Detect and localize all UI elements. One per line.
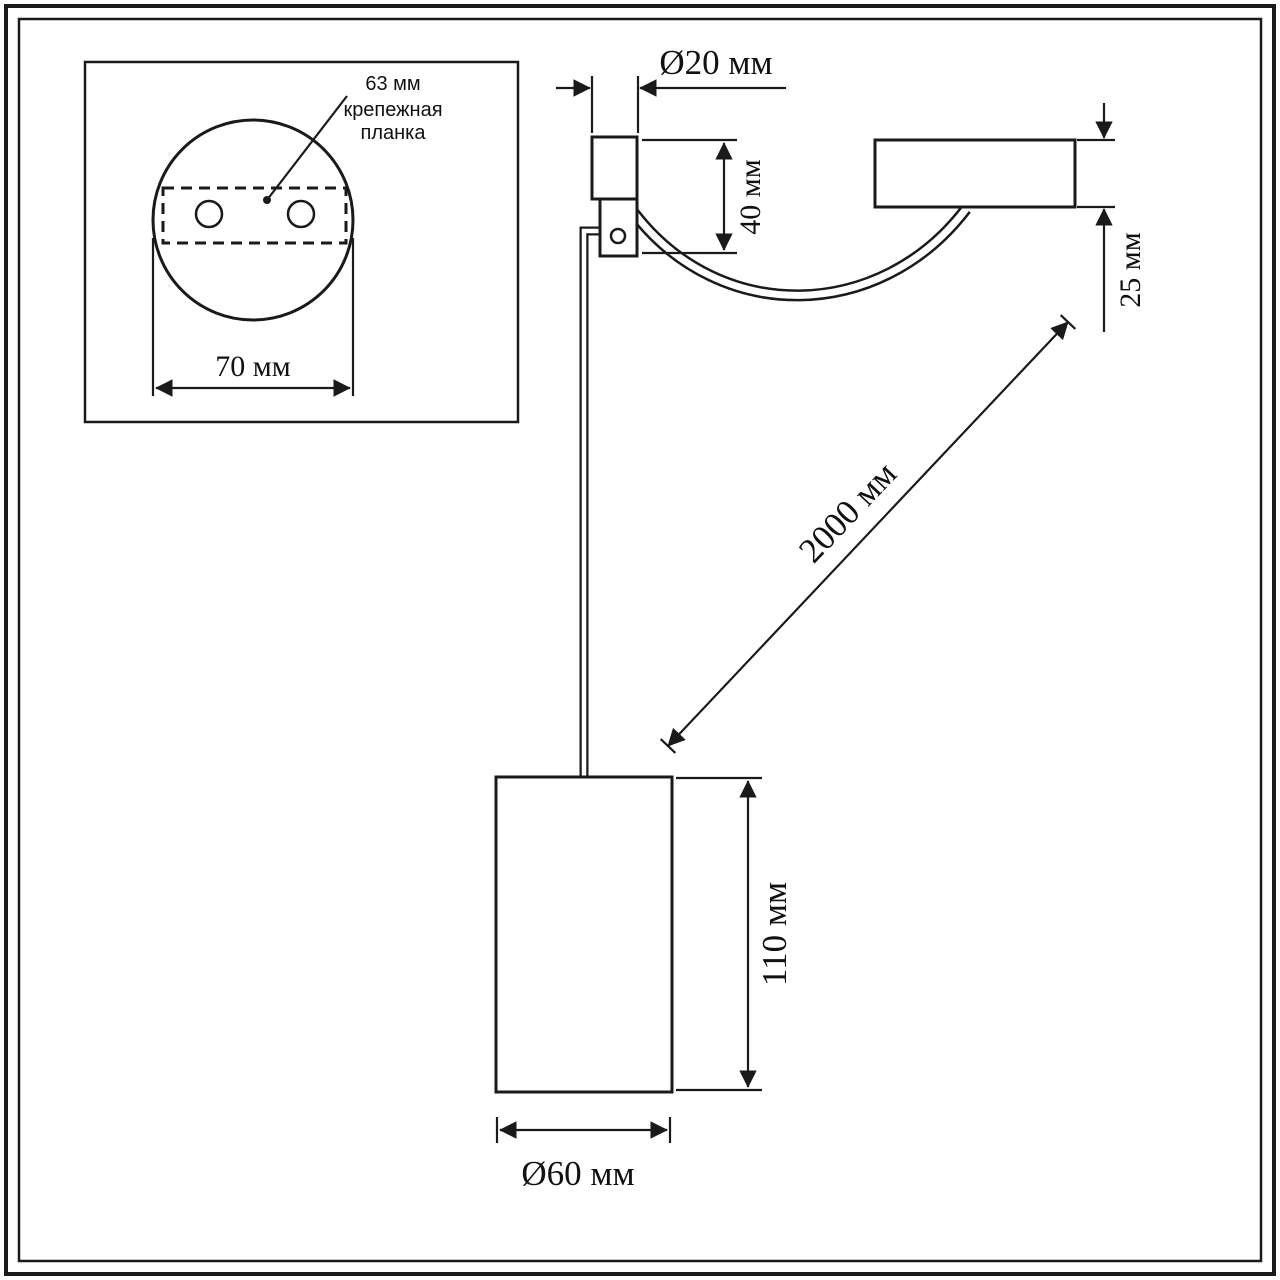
bracket-diameter-label: Ø20 мм — [659, 43, 772, 82]
shade-diameter-dimension: Ø60 мм — [495, 1117, 672, 1193]
plate-label-line1: крепежная — [343, 99, 442, 121]
plate-label-line2: планка — [361, 122, 427, 144]
canopy-height-dimension: 25 мм — [1077, 103, 1147, 332]
cord-length-dimension: 2000 мм — [659, 314, 1077, 754]
shade-diameter-label: Ø60 мм — [521, 1154, 634, 1193]
base-width-label: 70 мм — [215, 350, 290, 383]
hanging-rod — [579, 226, 612, 782]
dimension-line — [667, 321, 1069, 747]
bracket-diameter-dimension: Ø20 мм — [556, 43, 786, 133]
end-tick — [1059, 314, 1077, 330]
inner-frame — [17, 17, 1263, 1263]
bracket-height-label: 40 мм — [734, 159, 767, 234]
mounting-plate-outline — [161, 186, 348, 245]
hole-spacing-label: 63 мм — [365, 73, 420, 95]
mounting-hole-right — [286, 199, 316, 229]
outer-frame — [4, 4, 1276, 1276]
shade-height-dimension: 110 мм — [676, 776, 794, 1092]
canopy-height-label: 25 мм — [1114, 232, 1147, 307]
mounting-hole-left — [194, 199, 224, 229]
leader-line — [266, 95, 348, 201]
ceiling-canopy — [873, 138, 1077, 209]
mounting-detail-inset: 63 мм крепежная планка 70 мм — [83, 60, 520, 424]
lamp-shade — [494, 775, 674, 1094]
end-tick — [659, 738, 677, 754]
wall-bracket-lower — [598, 197, 639, 258]
bracket-height-dimension: 40 мм — [642, 138, 767, 255]
screw-hole — [609, 227, 627, 245]
base-width-dimension: 70 мм — [151, 238, 355, 397]
base-circle — [151, 118, 355, 322]
wall-bracket-top — [590, 135, 639, 201]
shade-height-label: 110 мм — [755, 882, 794, 986]
